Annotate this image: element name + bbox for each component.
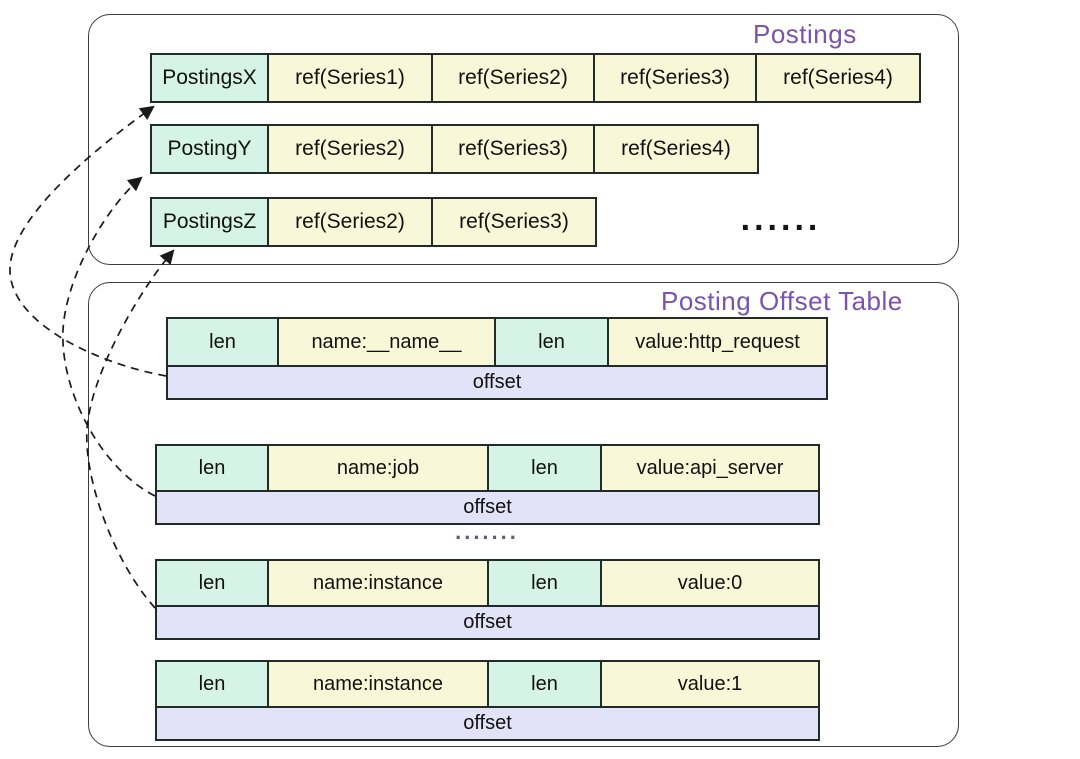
offset-entry-name: len name:__name__ len value:http_request… (166, 317, 828, 400)
offset-entry-instance-0: len name:instance len value:0 offset (155, 559, 820, 640)
offset-bar: offset (157, 492, 818, 523)
name-cell: name:instance (269, 561, 489, 605)
series-ref-cell: ref(Series2) (269, 199, 433, 245)
series-ref-cell: ref(Series3) (433, 126, 595, 172)
value-cell: value:http_request (609, 319, 826, 365)
posting-offset-table-title: Posting Offset Table (661, 286, 903, 316)
len-cell: len (489, 446, 602, 490)
series-ref-cell: ref(Series1) (269, 55, 433, 101)
series-ref-cell: ref(Series4) (595, 126, 757, 172)
series-ref-cell: ref(Series2) (433, 55, 595, 101)
len-cell: len (157, 662, 269, 706)
len-cell: len (168, 319, 279, 365)
len-cell: len (496, 319, 609, 365)
value-cell: value:0 (602, 561, 818, 605)
postings-ellipsis: ...... (740, 200, 822, 238)
postings-row-y: PostingY ref(Series2) ref(Series3) ref(S… (150, 124, 759, 174)
len-cell: len (489, 662, 602, 706)
series-ref-cell: ref(Series3) (595, 55, 757, 101)
postings-row-z: PostingsZ ref(Series2) ref(Series3) (150, 197, 597, 247)
offset-entry-instance-1: len name:instance len value:1 offset (155, 660, 820, 741)
offset-bar: offset (157, 708, 818, 739)
value-cell: value:1 (602, 662, 818, 706)
postings-title: Postings (753, 19, 857, 49)
series-ref-cell: ref(Series3) (433, 199, 595, 245)
len-cell: len (489, 561, 602, 605)
len-cell: len (157, 561, 269, 605)
posting-key-cell: PostingsX (152, 55, 269, 101)
postings-row-x: PostingsX ref(Series1) ref(Series2) ref(… (150, 53, 921, 103)
posting-key-cell: PostingY (152, 126, 269, 172)
offset-entry-job: len name:job len value:api_server offset (155, 444, 820, 525)
value-cell: value:api_server (602, 446, 818, 490)
len-cell: len (157, 446, 269, 490)
name-cell: name:instance (269, 662, 489, 706)
name-cell: name:job (269, 446, 489, 490)
offset-table-ellipsis: ....... (455, 519, 519, 544)
series-ref-cell: ref(Series4) (757, 55, 919, 101)
name-cell: name:__name__ (279, 319, 496, 365)
offset-bar: offset (157, 607, 818, 638)
series-ref-cell: ref(Series2) (269, 126, 433, 172)
posting-key-cell: PostingsZ (152, 199, 269, 245)
offset-bar: offset (168, 367, 826, 398)
